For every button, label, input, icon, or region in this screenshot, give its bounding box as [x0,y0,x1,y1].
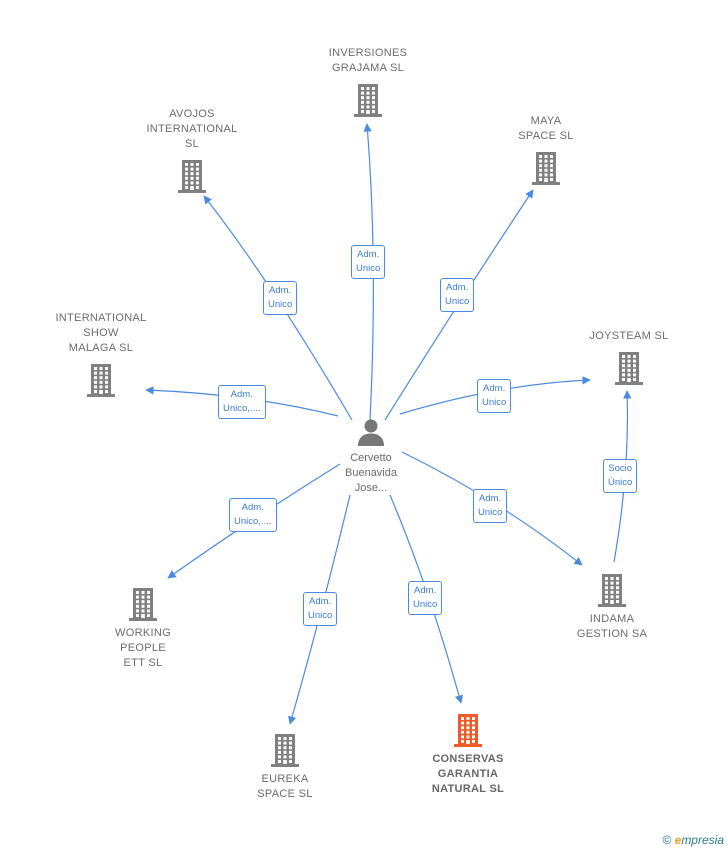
edge-label-international-show[interactable]: Adm. Unico,.... [218,385,266,419]
company-node-joysteam[interactable]: JOYSTEAM SL [564,329,694,386]
building-icon [564,350,694,386]
building-icon [78,586,208,622]
edge-label-avojos[interactable]: Adm. Unico [263,281,298,315]
edge-label-maya[interactable]: Adm. Unico [440,278,475,312]
edge-label-joysteam[interactable]: Adm. Unico [477,379,512,413]
person-icon [326,417,416,447]
edge-label-conservas[interactable]: Adm. Unico [408,581,443,615]
edge-label-working-people[interactable]: Adm. Unico,.... [229,498,277,532]
building-icon [127,158,257,194]
brand-watermark: © empresia [662,833,724,847]
company-node-conservas[interactable]: CONSERVAS GARANTIA NATURAL SL [403,712,533,797]
company-label-line: SL [184,138,200,150]
company-label-line: INVERSIONES [328,47,408,59]
person-label-line: Jose... [354,482,388,494]
company-label-line: GRAJAMA SL [331,62,405,74]
company-label: INTERNATIONAL SHOW MALAGA SL [36,311,166,356]
person-label-line: Buenavida [345,467,397,479]
company-label-line: PEOPLE [120,642,166,654]
building-icon [403,712,533,748]
company-node-eureka[interactable]: EUREKA SPACE SL [220,732,350,802]
company-node-working-people[interactable]: WORKING PEOPLE ETT SL [78,586,208,671]
company-label-line: GESTION SA [576,628,648,640]
company-label-line: SPACE SL [257,788,313,800]
company-node-maya[interactable]: MAYA SPACE SL [481,114,611,186]
edge-label-indama-to-joysteam[interactable]: Socio Único [603,459,638,493]
building-icon [36,362,166,398]
brand-logo-text: mpresia [681,833,724,847]
company-label: MAYA SPACE SL [481,114,611,144]
company-node-inversiones[interactable]: INVERSIONES GRAJAMA SL [303,46,433,118]
company-label: WORKING PEOPLE ETT SL [78,626,208,671]
company-label-line: ETT SL [123,657,163,669]
copyright-icon: © [662,833,672,847]
company-label: CONSERVAS GARANTIA NATURAL SL [403,752,533,797]
company-node-avojos[interactable]: AVOJOS INTERNATIONAL SL [127,107,257,194]
company-label: EUREKA SPACE SL [220,772,350,802]
company-label: AVOJOS INTERNATIONAL SL [127,107,257,152]
company-label-line: MAYA [530,115,562,127]
company-label-line: JOYSTEAM SL [589,330,669,342]
edge-label-inversiones[interactable]: Adm. Unico [351,245,386,279]
company-label-line: INTERNATIONAL [55,312,147,324]
company-label-line: SPACE SL [518,130,574,142]
building-icon [220,732,350,768]
company-label-line: EUREKA [261,773,309,785]
company-label-line: INTERNATIONAL [146,123,238,135]
company-label-line: CONSERVAS [432,753,504,765]
brand-logo-initial: e [674,833,682,847]
company-label-line: INDAMA [589,613,635,625]
person-label-line: Cervetto [350,452,392,464]
company-node-indama[interactable]: INDAMA GESTION SA [547,572,677,642]
company-node-international-show[interactable]: INTERNATIONAL SHOW MALAGA SL [36,311,166,398]
company-label: INVERSIONES GRAJAMA SL [303,46,433,76]
edge-label-indama[interactable]: Adm. Unico [473,489,508,523]
company-label-line: MALAGA SL [68,342,134,354]
company-label: JOYSTEAM SL [564,329,694,344]
company-label: INDAMA GESTION SA [547,612,677,642]
company-label-line: NATURAL SL [431,783,505,795]
company-label-line: SHOW [83,327,119,339]
edge-label-eureka[interactable]: Adm. Unico [303,592,338,626]
building-icon [547,572,677,608]
building-icon [481,150,611,186]
building-icon [303,82,433,118]
company-label-line: WORKING [115,627,171,639]
company-label-line: GARANTIA [437,768,499,780]
company-label-line: AVOJOS [169,108,215,120]
